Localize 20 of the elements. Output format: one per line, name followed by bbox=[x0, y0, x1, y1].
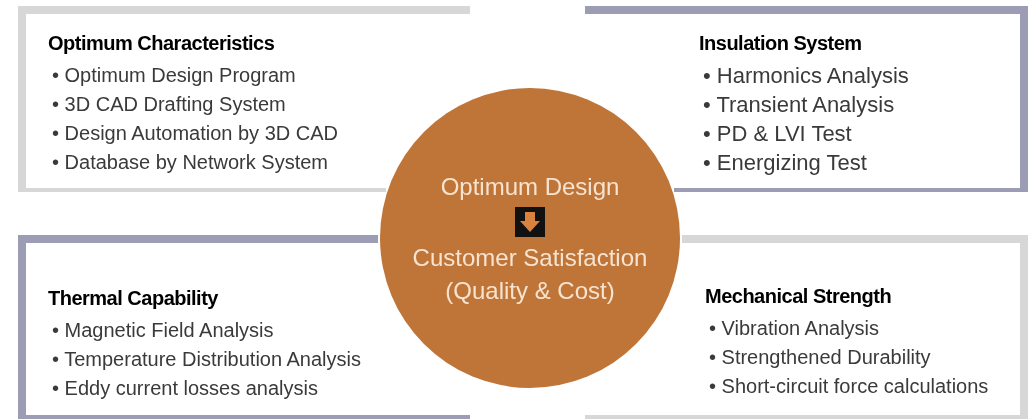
panel-heading: Mechanical Strength bbox=[705, 285, 892, 308]
bullet-item: • Optimum Design Program bbox=[52, 63, 296, 88]
bullet-item: • Strengthened Durability bbox=[709, 345, 931, 370]
circle-text: Customer Satisfaction (Quality & Cost) bbox=[411, 242, 649, 306]
bullet-item: • Transient Analysis bbox=[703, 91, 895, 119]
bullet-item: • Design Automation by 3D CAD bbox=[52, 121, 339, 146]
panel-heading: Insulation System bbox=[699, 32, 862, 55]
bullet-item: • Short-circuit force calculations bbox=[709, 374, 989, 399]
bullet-item: • Vibration Analysis bbox=[709, 316, 880, 341]
bullet-item: • Eddy current losses analysis bbox=[52, 376, 318, 401]
bullet-item: • 3D CAD Drafting System bbox=[52, 92, 286, 117]
bullet-item: • Database by Network System bbox=[52, 150, 328, 175]
circle-text: Optimum Design bbox=[440, 171, 620, 202]
panel-heading: Optimum Characteristics bbox=[48, 32, 275, 55]
bullet-item: • PD & LVI Test bbox=[703, 120, 852, 148]
bullet-item: • Energizing Test bbox=[703, 149, 867, 177]
bullet-item: • Harmonics Analysis bbox=[703, 62, 909, 90]
panel-heading: Thermal Capability bbox=[48, 287, 218, 310]
bullet-item: • Magnetic Field Analysis bbox=[52, 318, 274, 343]
bullet-item: • Temperature Distribution Analysis bbox=[52, 347, 361, 372]
